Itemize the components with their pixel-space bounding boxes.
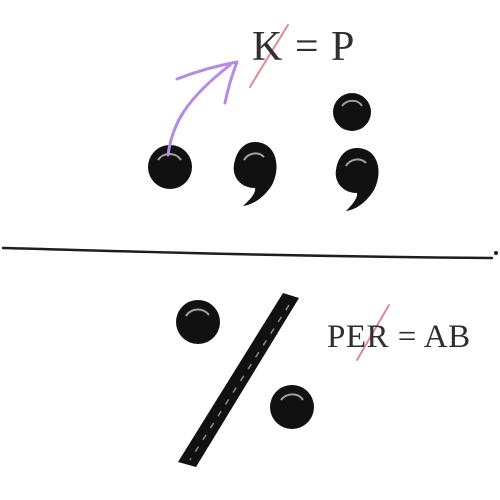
equation-bottom: PER = AB: [327, 319, 471, 355]
strike-mark-top: [249, 24, 289, 88]
equation-top: K = P: [252, 24, 356, 70]
comma-glyph: [233, 142, 277, 206]
divider-end-dot: [494, 251, 498, 255]
strike-mark-bottom: [356, 304, 390, 361]
percent-glyph: [176, 293, 314, 467]
arrow-icon: [166, 60, 239, 157]
semicolon-glyph: [333, 93, 379, 211]
divider-line: [1, 246, 494, 260]
